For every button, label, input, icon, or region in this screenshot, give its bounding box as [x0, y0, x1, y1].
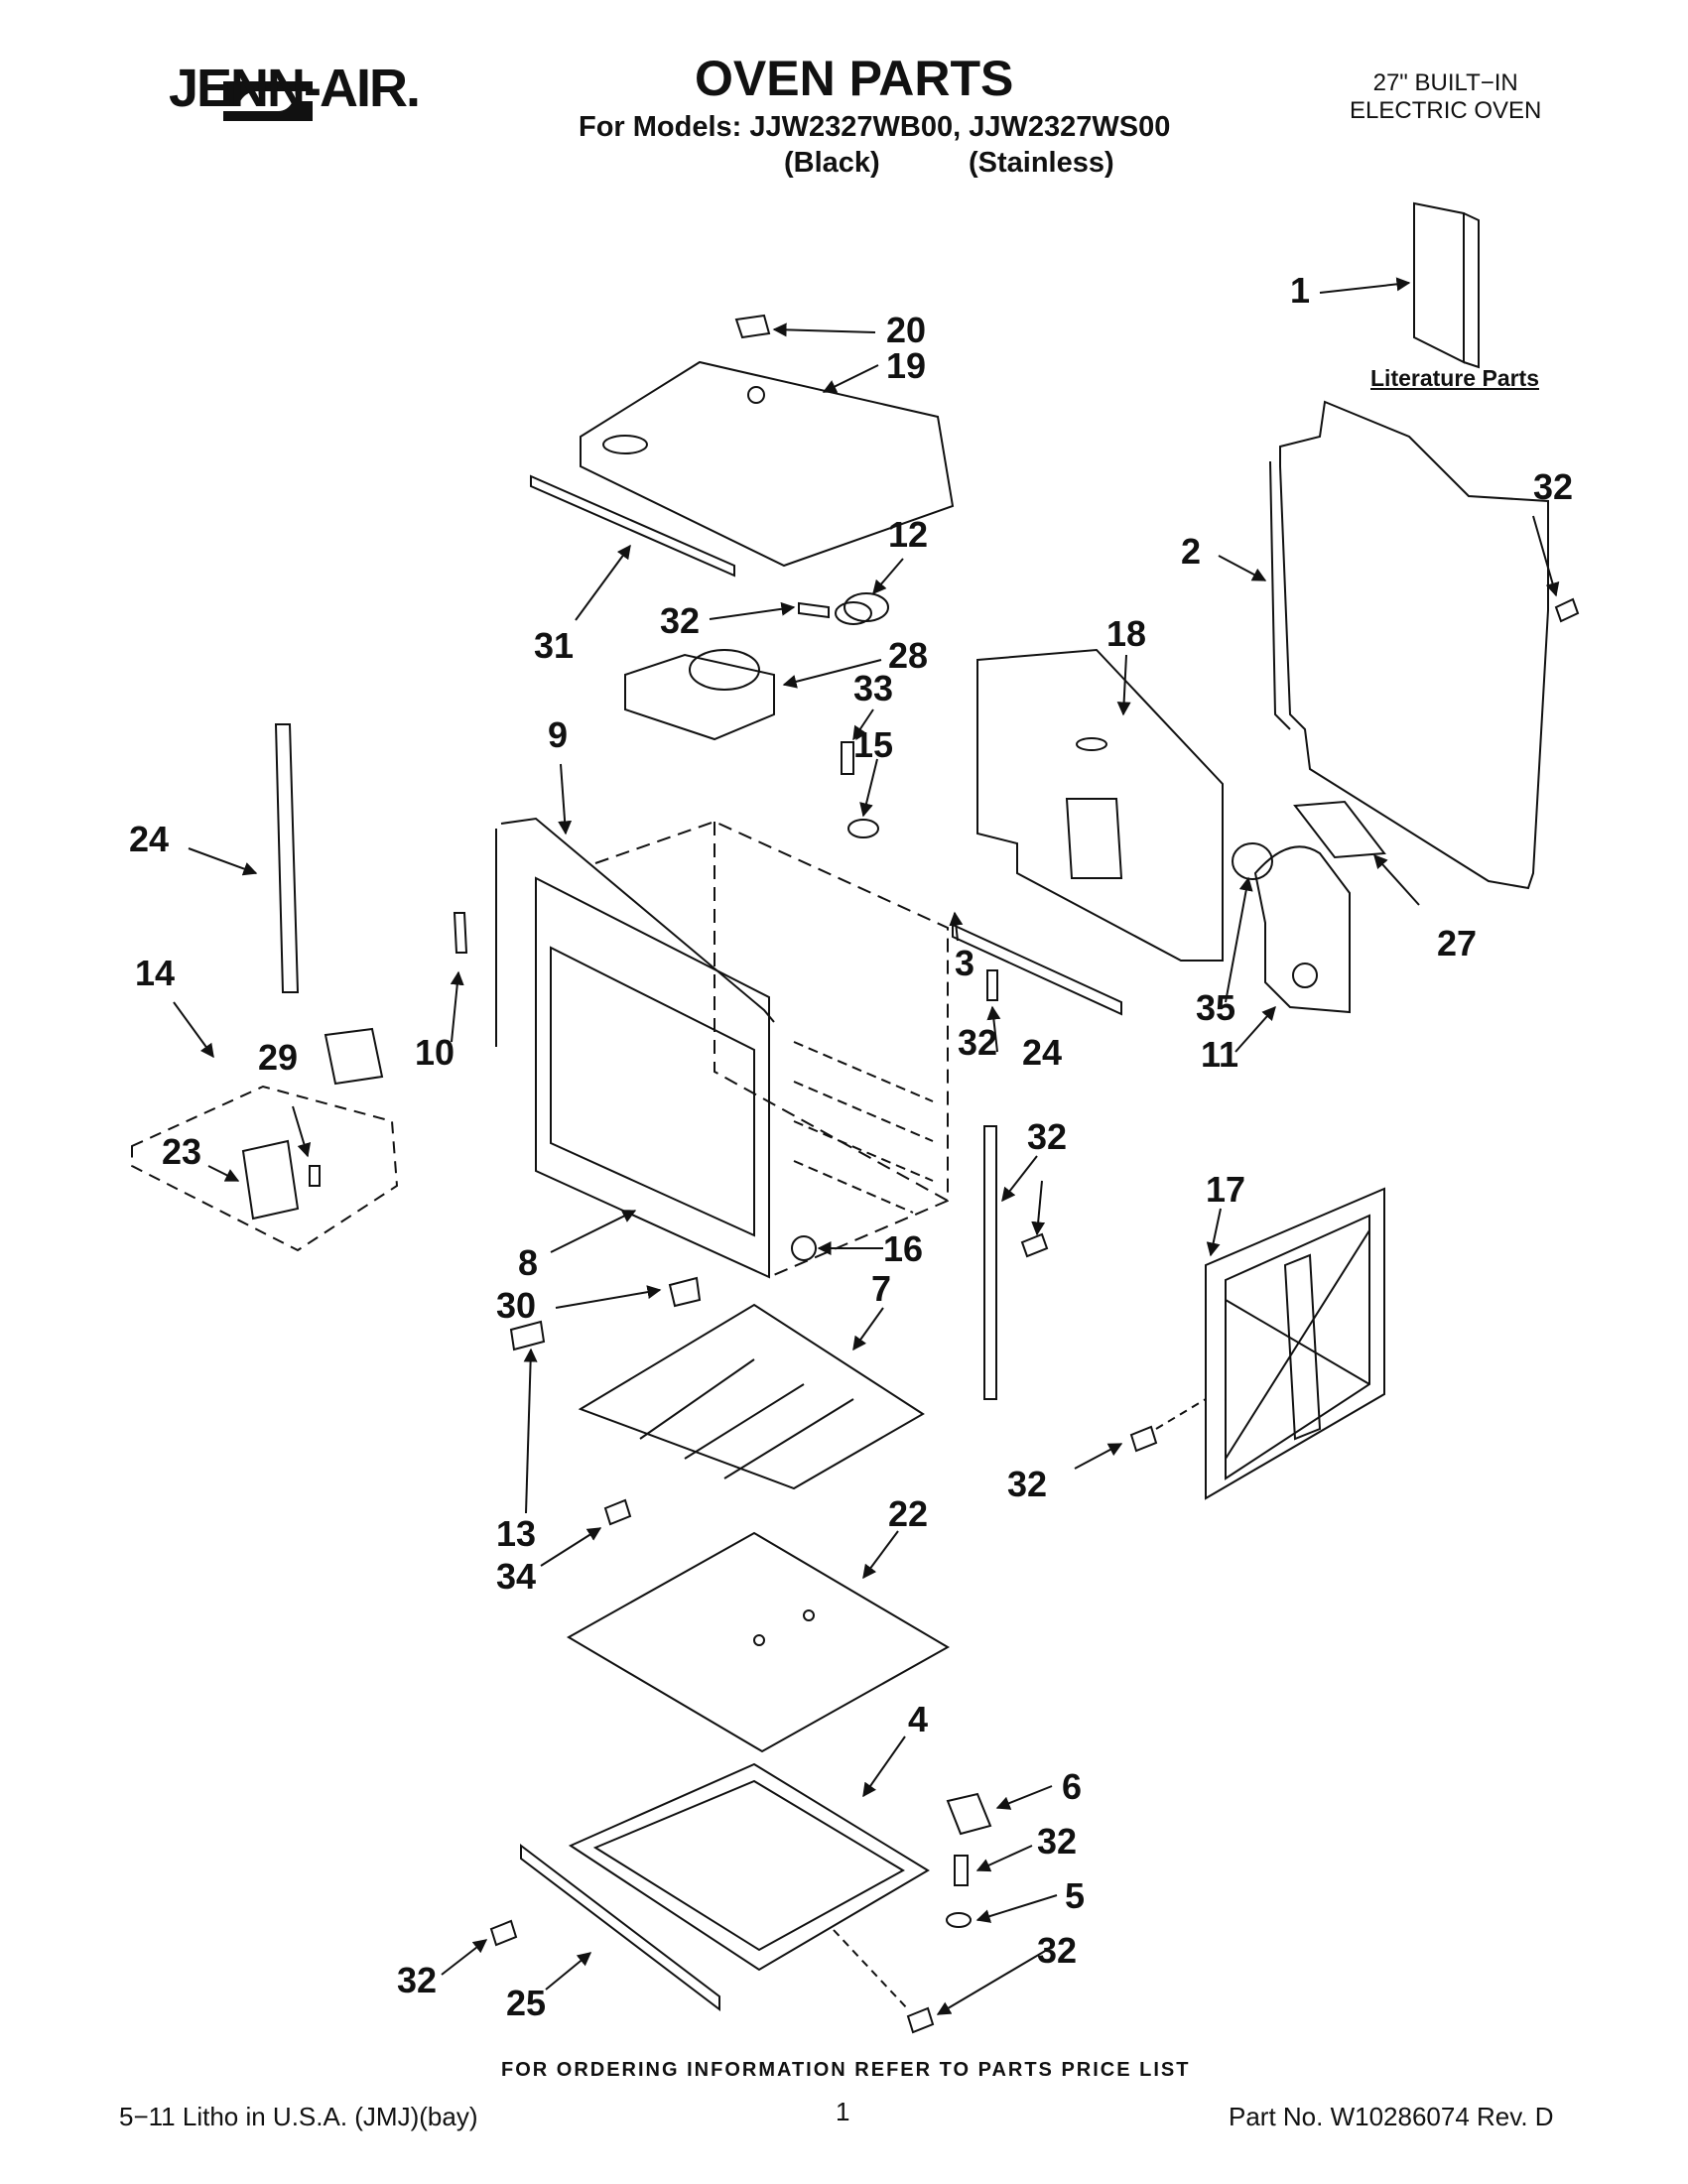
part-12-fan-cap: [844, 592, 889, 622]
callout-22: 22: [888, 1493, 929, 1534]
callout-14: 14: [135, 953, 176, 993]
literature-parts-label: Literature Parts: [1370, 365, 1540, 391]
part-28-motor: [624, 653, 775, 741]
callout-9: 9: [548, 714, 569, 755]
callout-24-left: 24: [129, 819, 170, 859]
callout-31: 31: [534, 625, 575, 666]
part-32-screw-g: [906, 2006, 935, 2034]
part-10-bracket: [453, 912, 468, 954]
part-cavity-box: [594, 820, 949, 1278]
callout-2: 2: [1181, 531, 1202, 572]
callout-23: 23: [162, 1131, 202, 1172]
part-29-clip: [309, 1165, 321, 1187]
jenn-air-logo-icon: [223, 81, 313, 121]
litho-info: 5−11 Litho in U.S.A. (JMJ)(bay): [119, 2102, 478, 2131]
callout-29: 29: [258, 1037, 299, 1078]
callout-32-b: 32: [1533, 466, 1574, 507]
variant-black: (Black): [784, 147, 880, 179]
part-18-opening: [1065, 798, 1123, 879]
callout-25: 25: [506, 1983, 547, 2023]
callout-19: 19: [886, 345, 927, 386]
variant-stainless: (Stainless): [969, 147, 1114, 179]
part-16-plug: [791, 1235, 817, 1261]
product-subtitle: 27" BUILT−IN ELECTRIC OVEN: [1350, 69, 1541, 125]
part-number: Part No. W10286074 Rev. D: [1229, 2102, 1554, 2131]
callout-3: 3: [955, 943, 975, 983]
callout-30: 30: [496, 1285, 537, 1326]
part-11-cover: [1253, 845, 1351, 1014]
callout-6: 6: [1062, 1766, 1083, 1807]
part-20-plate: [734, 314, 771, 339]
callout-24-right: 24: [1022, 1032, 1063, 1073]
callout-7: 7: [871, 1268, 892, 1309]
part-32-screw-a: [798, 601, 830, 619]
callout-20: 20: [886, 310, 927, 350]
callout-27: 27: [1437, 923, 1478, 964]
part-4-base: [568, 1762, 930, 1972]
callout-32-e: 32: [1007, 1464, 1048, 1504]
part-32-screw-e: [954, 1855, 969, 1886]
part-13-switch: [509, 1320, 546, 1351]
callout-32-f: 32: [1037, 1821, 1078, 1862]
callout-34: 34: [496, 1556, 537, 1597]
callout-32-c: 32: [958, 1022, 998, 1063]
callout-8: 8: [518, 1242, 539, 1283]
callout-32-a: 32: [660, 600, 701, 641]
callout-33: 33: [853, 668, 894, 708]
callout-12: 12: [888, 514, 929, 555]
callout-5: 5: [1065, 1875, 1086, 1916]
callout-15: 15: [853, 724, 894, 765]
part-14-housing: [324, 1027, 384, 1086]
part-31-rail: [530, 474, 735, 578]
page-title: OVEN PARTS: [695, 51, 1014, 106]
callout-32-h: 32: [397, 1960, 438, 2000]
part-15-bushing: [847, 819, 879, 838]
part-23-display: [241, 1139, 300, 1220]
brand-wordmark: JENN-AIR.: [169, 59, 421, 118]
subtitle-line-2: ELECTRIC OVEN: [1350, 97, 1542, 124]
part-30-plug: [668, 1276, 702, 1308]
literature-booklet: [1413, 201, 1480, 369]
part-32-screw-f: [489, 1919, 518, 1947]
part-33-screw: [841, 741, 854, 775]
part-32-screw-d: [1020, 1232, 1049, 1258]
part-27-strip: [1293, 800, 1386, 859]
part-25-rail: [520, 1843, 720, 2012]
part-19-slot: [602, 435, 648, 454]
callout-10: 10: [415, 1032, 455, 1073]
part-17-door-panel: [1205, 1187, 1385, 1500]
models-line: For Models: JJW2327WB00, JJW2327WS00: [579, 111, 1171, 143]
callout-32-g: 32: [1037, 1930, 1078, 1971]
part-24-rail-left: [274, 723, 300, 993]
part-7-tray: [578, 1303, 925, 1490]
callout-32-d: 32: [1027, 1116, 1068, 1157]
callout-1: 1: [1290, 270, 1311, 311]
callout-18: 18: [1106, 613, 1147, 654]
part-32-screw-h: [1129, 1425, 1158, 1453]
part-18-rear-panel: [976, 648, 1224, 962]
callout-11: 11: [1201, 1034, 1239, 1075]
part-6-bracket: [946, 1792, 992, 1836]
page-number: 1: [836, 2097, 850, 2126]
part-32-screw-c: [986, 969, 998, 1001]
ordering-note: FOR ORDERING INFORMATION REFER TO PARTS …: [501, 2059, 1191, 2081]
part-2-wrap-panel: [1279, 400, 1549, 890]
callout-28: 28: [888, 635, 929, 676]
callout-17: 17: [1206, 1169, 1246, 1210]
callout-13: 13: [496, 1513, 537, 1554]
part-5-nut: [946, 1912, 972, 1928]
part-3-bracket: [952, 923, 1122, 1016]
subtitle-line-1: 27" BUILT−IN: [1372, 69, 1518, 96]
part-22-bottom-panel: [566, 1531, 951, 1753]
callout-4: 4: [908, 1699, 929, 1739]
part-24-rail-right: [983, 1125, 997, 1400]
part-32-screw-b: [1554, 597, 1580, 623]
part-8-front-frame: [535, 876, 770, 1279]
part-34-screw: [603, 1498, 632, 1526]
callout-35: 35: [1196, 987, 1236, 1028]
part-14-module-box: [131, 1085, 399, 1252]
part-19-top-panel: [580, 360, 955, 568]
callout-16: 16: [883, 1228, 924, 1269]
